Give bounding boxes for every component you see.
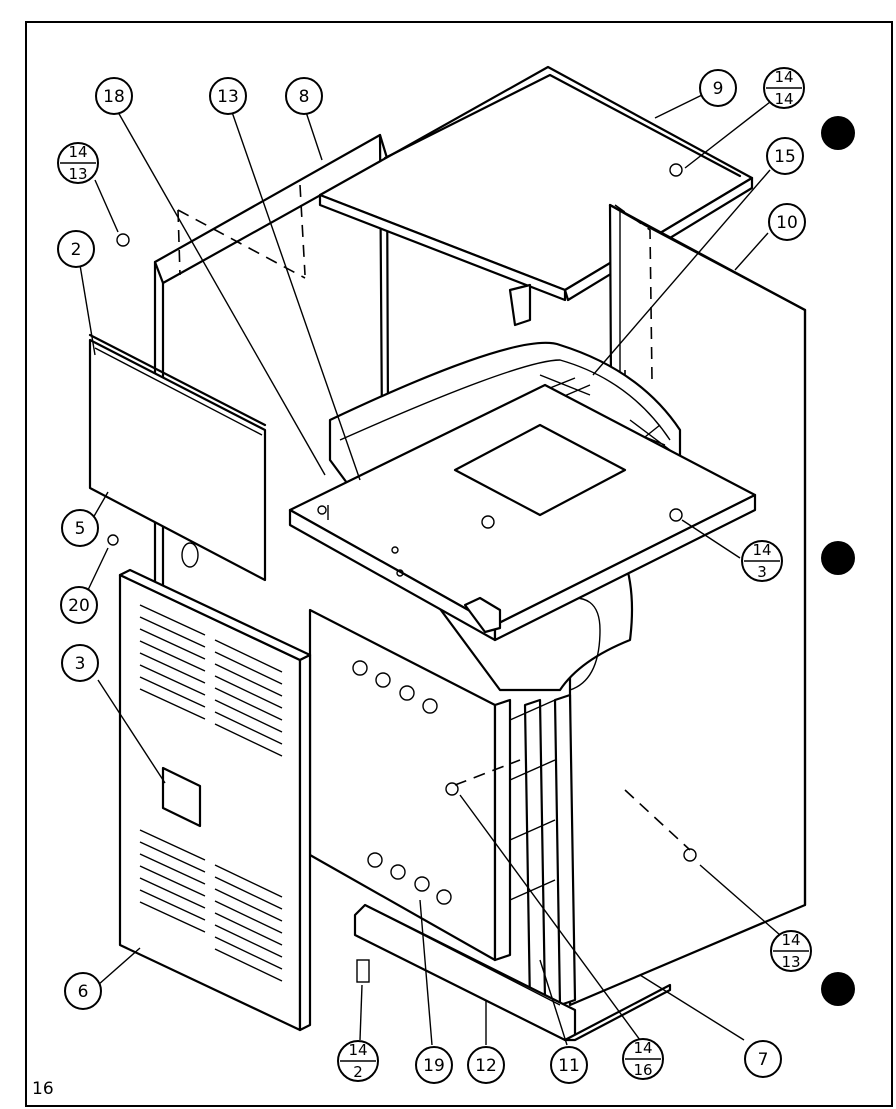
callout-2: 2 xyxy=(57,230,95,268)
upper-door xyxy=(88,333,267,582)
align-dash-right xyxy=(614,204,653,381)
svg-text:14: 14 xyxy=(633,1039,652,1057)
leader-lines xyxy=(79,94,781,1046)
blower-deck xyxy=(288,383,757,642)
page-number: 16 xyxy=(32,1079,54,1099)
svg-text:14: 14 xyxy=(774,68,793,86)
svg-text:11: 11 xyxy=(558,1056,580,1076)
svg-text:10: 10 xyxy=(776,213,798,233)
svg-text:8: 8 xyxy=(299,87,310,107)
align-dash-low xyxy=(624,789,691,851)
callout-20: 20 xyxy=(60,586,98,624)
align-dash-upper-mid xyxy=(299,184,306,276)
svg-text:19: 19 xyxy=(423,1056,445,1076)
page-border xyxy=(25,21,893,1107)
binder-hole-middle xyxy=(821,541,855,575)
svg-text:16: 16 xyxy=(633,1061,652,1079)
callout-9: 9 xyxy=(699,69,737,107)
svg-text:14: 14 xyxy=(68,143,87,161)
callout-fraction-mid-right: 143 xyxy=(741,540,783,582)
callout-5: 5 xyxy=(61,509,99,547)
callout-8: 8 xyxy=(285,77,323,115)
svg-text:14: 14 xyxy=(348,1041,367,1059)
callout-13: 13 xyxy=(209,77,247,115)
svg-text:6: 6 xyxy=(78,982,89,1002)
callout-3: 3 xyxy=(61,644,99,682)
callout-6: 6 xyxy=(64,972,102,1010)
callout-12: 12 xyxy=(467,1046,505,1084)
svg-text:14: 14 xyxy=(774,90,793,108)
svg-text:14: 14 xyxy=(752,541,771,559)
svg-text:18: 18 xyxy=(103,87,125,107)
align-dash-upper-left xyxy=(177,209,181,276)
align-dash-mid xyxy=(454,759,521,786)
callout-19: 19 xyxy=(415,1046,453,1084)
door-louvers xyxy=(139,604,283,982)
align-dash-upper-left-b xyxy=(177,209,306,279)
svg-text:14: 14 xyxy=(781,931,800,949)
svg-text:2: 2 xyxy=(71,240,82,260)
svg-text:13: 13 xyxy=(781,953,800,971)
bottom-rail xyxy=(353,903,672,1042)
svg-text:3: 3 xyxy=(757,563,767,581)
binder-hole-bottom xyxy=(821,972,855,1006)
svg-text:13: 13 xyxy=(217,87,239,107)
callout-11: 11 xyxy=(550,1046,588,1084)
callout-18: 18 xyxy=(95,77,133,115)
svg-text:12: 12 xyxy=(475,1056,497,1076)
callout-10: 10 xyxy=(768,203,806,241)
door-label-plate xyxy=(161,766,202,828)
lower-door xyxy=(118,568,312,1032)
svg-text:20: 20 xyxy=(68,596,90,616)
svg-text:3: 3 xyxy=(75,654,86,674)
callout-fraction-bottom-a: 142 xyxy=(337,1040,379,1082)
burner-rails xyxy=(509,693,577,1007)
svg-text:5: 5 xyxy=(75,519,86,539)
svg-text:13: 13 xyxy=(68,165,87,183)
svg-text:15: 15 xyxy=(774,147,796,167)
binder-hole-top xyxy=(821,116,855,150)
screws xyxy=(107,163,697,983)
svg-text:7: 7 xyxy=(758,1050,769,1070)
svg-text:9: 9 xyxy=(713,79,724,99)
callout-7: 7 xyxy=(744,1040,782,1078)
callout-15: 15 xyxy=(766,137,804,175)
svg-text:2: 2 xyxy=(353,1063,363,1081)
